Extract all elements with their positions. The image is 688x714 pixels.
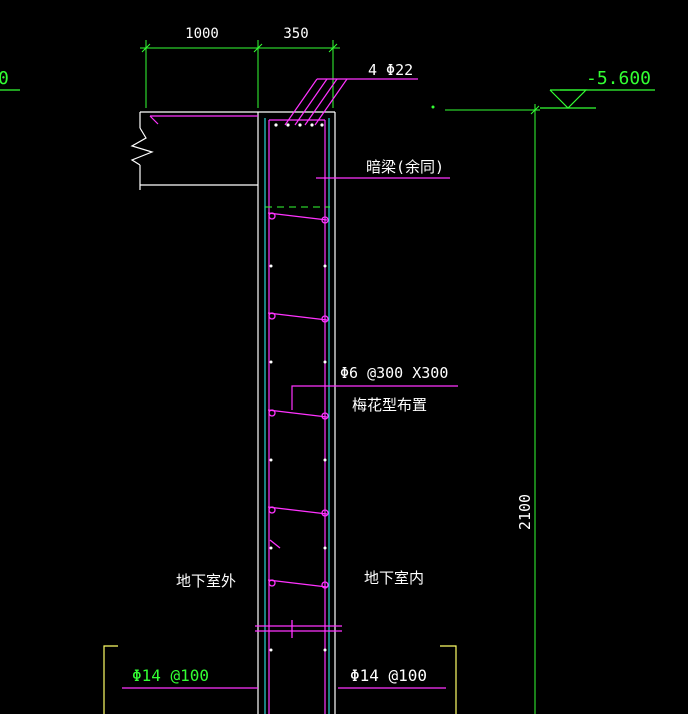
bottom-rebar-right-label: Φ14 @100	[350, 666, 427, 685]
foundation-outline	[103, 645, 457, 714]
wall-outline	[130, 111, 336, 714]
tie-spec-label: Φ6 @300 X300	[340, 364, 448, 382]
inside-label: 地下室内	[364, 569, 424, 587]
wall-ties	[255, 212, 342, 638]
bottom-rebar-left-label: Φ14 @100	[132, 666, 209, 685]
dim-left-width-label: 1000	[185, 26, 219, 42]
marker-dot	[431, 105, 435, 109]
dim-height-label: 2100	[516, 494, 534, 530]
tie-layout-label: 梅花型布置	[352, 396, 427, 414]
top-rebar-dots	[274, 123, 324, 127]
outside-label: 地下室外	[176, 572, 236, 590]
elevation-fragment-label: 0	[0, 68, 9, 89]
elevation-value-label: -5.600	[586, 68, 651, 89]
top-dimension-lines	[140, 40, 340, 108]
dim-right-width-label: 350	[283, 26, 308, 42]
height-dimension-line	[445, 104, 540, 714]
wall-tie-dots	[269, 264, 327, 652]
hidden-beam-label: 暗梁(余同)	[366, 158, 444, 176]
elevation-marker	[540, 89, 655, 109]
wall-axis-lines	[264, 118, 330, 714]
top-rebar-label: 4 Φ22	[368, 61, 413, 79]
